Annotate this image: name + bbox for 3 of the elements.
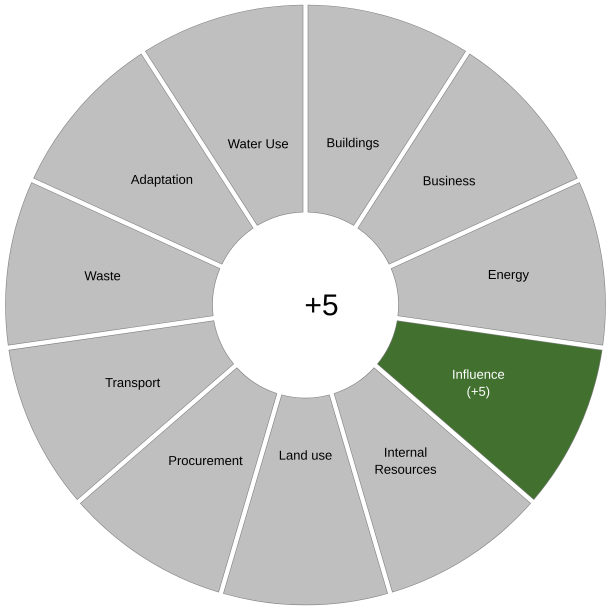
center-value: +5	[306, 294, 338, 316]
node-label: Land use	[280, 450, 332, 460]
node-label: Energy	[488, 270, 529, 282]
